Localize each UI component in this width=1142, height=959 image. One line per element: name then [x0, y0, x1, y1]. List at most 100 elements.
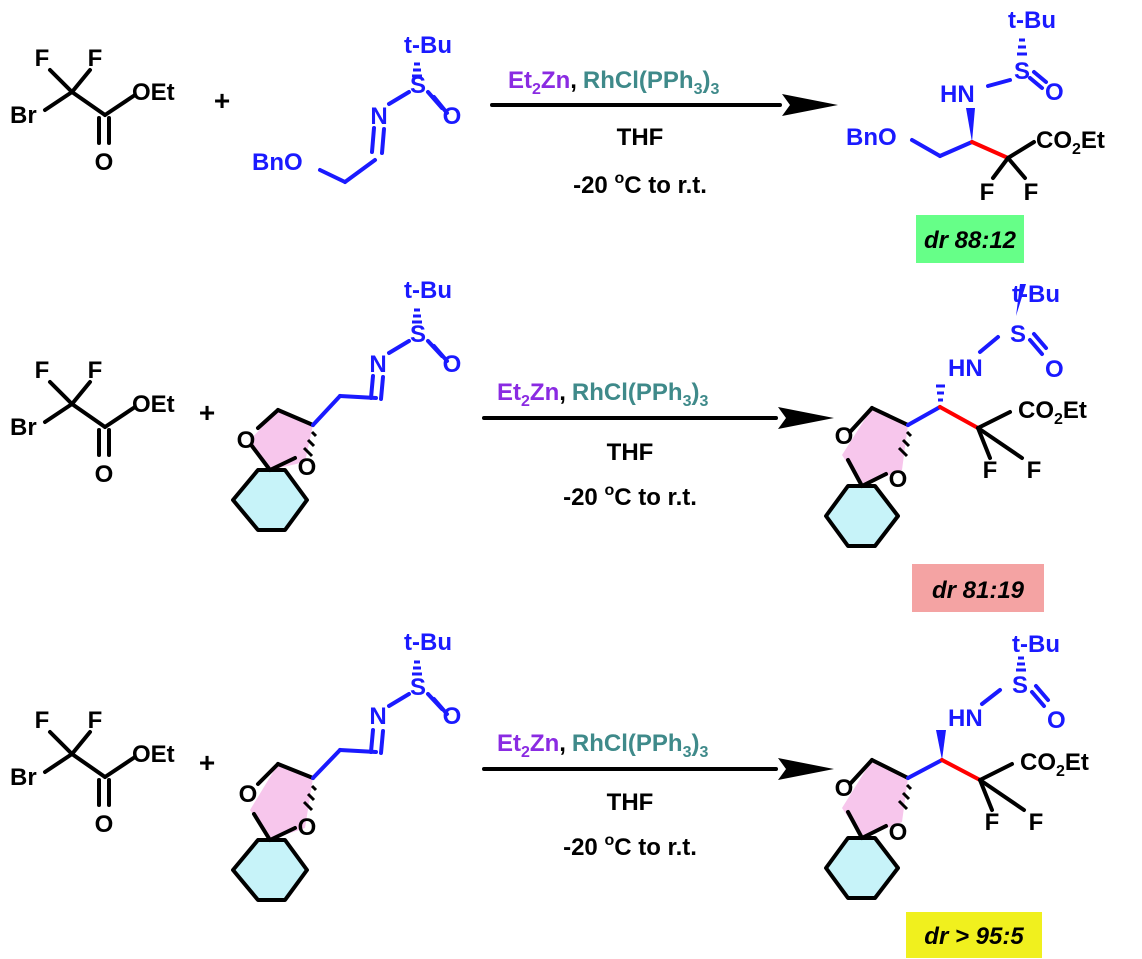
- reaction-row-2: F F Br OEt O + O: [10, 277, 1087, 612]
- sulfinyl-oxygen-label: O: [1045, 356, 1064, 383]
- cyclohexane-ring: [231, 468, 309, 532]
- ring-oxygen-label: O: [835, 775, 854, 802]
- wedge-bond: [936, 730, 946, 760]
- ethyl-bromodifluoroacetate: F F Br OEt O: [10, 707, 175, 838]
- ester-label: CO2Et: [1036, 127, 1105, 158]
- sulfinyl-imine-3: O O t-Bu S O N: [231, 629, 462, 902]
- reaction-conditions-3: Et2Zn,RhCl(PPh3)3 THF -20 oC to r.t.: [482, 730, 834, 861]
- sulfur-label: S: [1010, 321, 1026, 348]
- sulfur-label: S: [1014, 58, 1030, 85]
- bromine-label: Br: [10, 414, 37, 441]
- fluorine-label: F: [88, 707, 103, 734]
- reagent-line: Et2Zn,RhCl(PPh3)3: [508, 67, 719, 98]
- dr-badge-salmon: [912, 564, 1044, 612]
- dioxolane-ring-fill: [842, 408, 908, 486]
- sulfur-label: S: [410, 321, 426, 348]
- temperature-label: -20 oC to r.t.: [573, 170, 707, 199]
- reaction-arrow-head: [782, 94, 838, 116]
- fluorine-label: F: [88, 45, 103, 72]
- wedge-bond: [1016, 284, 1026, 316]
- fluorine-label: F: [983, 457, 998, 484]
- tert-butyl-label: t-Bu: [1008, 7, 1056, 34]
- diastereomeric-ratio: dr 88:12: [924, 227, 1017, 254]
- dioxolane-ring-fill: [250, 410, 313, 470]
- product-1: t-Bu S O HN BnO CO2Et F F: [846, 7, 1105, 206]
- fluorine-label: F: [35, 707, 50, 734]
- reaction-row-3: F F Br OEt O + O: [10, 629, 1089, 958]
- diastereomeric-ratio: dr > 95:5: [924, 923, 1024, 950]
- reagent-line: Et2Zn,RhCl(PPh3)3: [497, 730, 708, 761]
- dioxolane-ring-fill: [250, 764, 313, 840]
- ring-oxygen-label: O: [835, 423, 854, 450]
- temperature-label: -20 oC to r.t.: [563, 832, 697, 861]
- solvent-label: THF: [607, 439, 654, 466]
- benzyloxy-label: BnO: [252, 149, 303, 176]
- wilkinson-catalyst: RhCl(PPh: [583, 67, 694, 94]
- ring-oxygen-label: O: [889, 819, 908, 846]
- sulfinamide-nh-label: HN: [948, 705, 983, 732]
- ethoxy-label: OEt: [132, 391, 175, 418]
- cyclohexane-ring: [824, 484, 900, 548]
- ring-oxygen-label: O: [298, 454, 317, 481]
- tert-butyl-label: t-Bu: [1012, 631, 1060, 658]
- fluorine-label: F: [980, 179, 995, 206]
- reagent-line: Et2Zn,RhCl(PPh3)3: [497, 379, 708, 410]
- tert-butyl-label: t-Bu: [404, 277, 452, 304]
- reaction-conditions-2: Et2Zn,RhCl(PPh3)3 THF -20 oC to r.t.: [482, 379, 834, 511]
- sulfinyl-imine-1: t-Bu S O N BnO: [252, 32, 461, 184]
- sulfinyl-oxygen-label: O: [443, 703, 462, 730]
- ring-oxygen-label: O: [298, 814, 317, 841]
- imine-nitrogen-label: N: [370, 103, 387, 130]
- fluorine-label: F: [1024, 179, 1039, 206]
- diastereomeric-ratio: dr 81:19: [932, 577, 1025, 604]
- sulfinyl-imine-2: O O t-Bu S O N: [231, 277, 462, 532]
- dr-badge-green: [916, 215, 1024, 263]
- tert-butyl-label: t-Bu: [404, 32, 452, 59]
- ethoxy-label: OEt: [132, 79, 175, 106]
- reaction-arrow-head: [778, 758, 834, 780]
- plus-sign: +: [199, 397, 215, 428]
- sulfur-label: S: [410, 72, 426, 99]
- tert-butyl-label: t-Bu: [1012, 281, 1060, 308]
- carbonyl-oxygen-label: O: [95, 149, 114, 176]
- carbonyl-oxygen-label: O: [95, 461, 114, 488]
- ethyl-bromodifluoroacetate: F F Br OEt O: [10, 357, 175, 488]
- ester-label: CO2Et: [1020, 749, 1089, 780]
- tert-butyl-label: t-Bu: [404, 629, 452, 656]
- reaction-conditions-1: Et2Zn,RhCl(PPh3)3 THF -20 oC to r.t.: [490, 67, 838, 199]
- ethyl-bromodifluoroacetate: F F Br OEt O: [10, 45, 175, 176]
- solvent-label: THF: [617, 124, 664, 151]
- product-2: O O t-Bu S O HN CO2Et F F: [824, 281, 1087, 548]
- carbonyl-oxygen-label: O: [95, 811, 114, 838]
- fluorine-label: F: [985, 809, 1000, 836]
- fluorine-label: F: [35, 357, 50, 384]
- diethylzinc-et: Et: [508, 67, 532, 94]
- sulfur-label: S: [410, 674, 426, 701]
- dr-badge-yellow: [906, 912, 1042, 958]
- benzyloxy-label: BnO: [846, 124, 897, 151]
- sulfinyl-oxygen-label: O: [1047, 707, 1066, 734]
- cyclohexane-ring: [824, 836, 900, 900]
- plus-sign: +: [214, 85, 230, 116]
- sulfinamide-nh-label: HN: [948, 355, 983, 382]
- ring-oxygen-label: O: [237, 427, 256, 454]
- product-3: O O t-Bu S O HN CO2Et F F: [824, 631, 1089, 900]
- ester-label: CO2Et: [1018, 397, 1087, 428]
- ring-oxygen-label: O: [889, 466, 908, 493]
- wedge-bond: [966, 108, 975, 142]
- sulfinyl-oxygen-label: O: [443, 351, 462, 378]
- imine-nitrogen-label: N: [369, 703, 386, 730]
- bromine-label: Br: [10, 764, 37, 791]
- solvent-label: THF: [607, 789, 654, 816]
- dioxolane-ring-fill: [842, 760, 908, 838]
- imine-nitrogen-label: N: [369, 351, 386, 378]
- ring-oxygen-label: O: [239, 781, 258, 808]
- ethoxy-label: OEt: [132, 741, 175, 768]
- temperature-label: -20 oC to r.t.: [563, 482, 697, 511]
- cyclohexane-ring: [231, 838, 309, 902]
- reaction-arrow-head: [778, 407, 834, 429]
- fluorine-label: F: [1027, 457, 1042, 484]
- sulfur-label: S: [1012, 672, 1028, 699]
- plus-sign: +: [199, 747, 215, 778]
